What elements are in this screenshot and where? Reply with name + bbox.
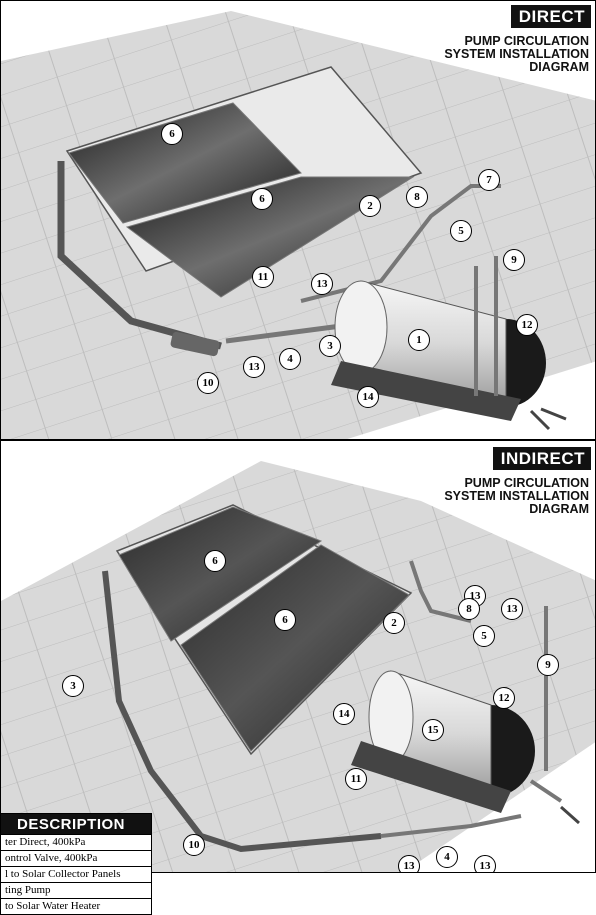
direct-badge: DIRECT xyxy=(510,5,591,28)
collector-panel-left xyxy=(118,506,323,642)
callout-marker: 6 xyxy=(274,609,296,631)
callout-marker: 10 xyxy=(183,834,205,856)
callout-marker: 13 xyxy=(243,356,265,378)
tank-front-cap xyxy=(334,280,388,374)
callout-marker: 5 xyxy=(473,625,495,647)
subtitle-line: SYSTEM INSTALLATION xyxy=(444,47,589,61)
callout-marker: 2 xyxy=(359,195,381,217)
collector-panel-left xyxy=(68,102,302,224)
callout-marker: 9 xyxy=(503,249,525,271)
callout-marker: 6 xyxy=(251,188,273,210)
pipe-insulation xyxy=(170,331,220,357)
callout-marker: 13 xyxy=(501,598,523,620)
tank-connection-pipes xyxy=(474,256,498,396)
callout-marker: 11 xyxy=(345,768,367,790)
callout-marker: 8 xyxy=(406,186,428,208)
subtitle-line: DIAGRAM xyxy=(529,60,589,74)
tank-tray xyxy=(351,741,511,813)
subtitle-line: DIAGRAM xyxy=(529,502,589,516)
callout-marker: 13 xyxy=(474,855,496,872)
callout-marker: 7 xyxy=(478,169,500,191)
callout-marker: 13 xyxy=(311,273,333,295)
indirect-system-panel: INDIRECT PUMP CIRCULATION SYSTEM INSTALL… xyxy=(0,440,596,873)
outlet-arrows xyxy=(529,407,567,431)
direct-system-panel: DIRECT PUMP CIRCULATION SYSTEM INSTALLAT… xyxy=(0,0,596,440)
indirect-illustration xyxy=(1,461,595,872)
direct-subtitle: PUMP CIRCULATION SYSTEM INSTALLATION DIA… xyxy=(444,35,589,74)
direct-illustration xyxy=(1,11,595,439)
legend-row: to Solar Water Heater xyxy=(1,898,151,914)
callout-marker: 3 xyxy=(62,675,84,697)
legend-row: ting Pump xyxy=(1,882,151,898)
callout-marker: 14 xyxy=(333,703,355,725)
callout-marker: 6 xyxy=(204,550,226,572)
indirect-badge: INDIRECT xyxy=(492,447,591,470)
legend-row: l to Solar Collector Panels xyxy=(1,866,151,882)
callout-marker: 15 xyxy=(422,719,444,741)
legend-row: ter Direct, 400kPa xyxy=(1,834,151,850)
subtitle-line: SYSTEM INSTALLATION xyxy=(444,489,589,503)
callout-marker: 13 xyxy=(398,855,420,872)
tank-connection-pipes xyxy=(529,606,563,803)
callout-marker: 14 xyxy=(357,386,379,408)
callout-marker: 10 xyxy=(197,372,219,394)
callout-marker: 12 xyxy=(493,687,515,709)
callout-marker: 4 xyxy=(279,348,301,370)
subtitle-line: PUMP CIRCULATION xyxy=(464,476,589,490)
legend-row: ontrol Valve, 400kPa xyxy=(1,850,151,866)
collector-panel-right xyxy=(180,544,410,752)
outlet-arrow xyxy=(560,805,580,825)
callout-marker: 9 xyxy=(537,654,559,676)
callout-marker: 6 xyxy=(161,123,183,145)
description-legend: DESCRIPTION ter Direct, 400kPa ontrol Va… xyxy=(0,813,152,915)
callout-marker: 1 xyxy=(408,329,430,351)
callout-marker: 12 xyxy=(516,314,538,336)
subtitle-line: PUMP CIRCULATION xyxy=(464,34,589,48)
callout-marker: 5 xyxy=(450,220,472,242)
indirect-subtitle: PUMP CIRCULATION SYSTEM INSTALLATION DIA… xyxy=(444,477,589,516)
callout-marker: 4 xyxy=(436,846,458,868)
collector-panel-right xyxy=(125,176,415,298)
flow-pipe xyxy=(380,814,522,838)
callout-marker: 3 xyxy=(319,335,341,357)
callout-marker: 2 xyxy=(383,612,405,634)
flow-pipe xyxy=(225,323,342,344)
legend-heading: DESCRIPTION xyxy=(1,814,151,834)
return-pipe xyxy=(102,570,382,853)
tank-tray xyxy=(331,361,521,421)
hot-pipe xyxy=(409,560,472,623)
callout-marker: 8 xyxy=(458,598,480,620)
callout-marker: 11 xyxy=(252,266,274,288)
